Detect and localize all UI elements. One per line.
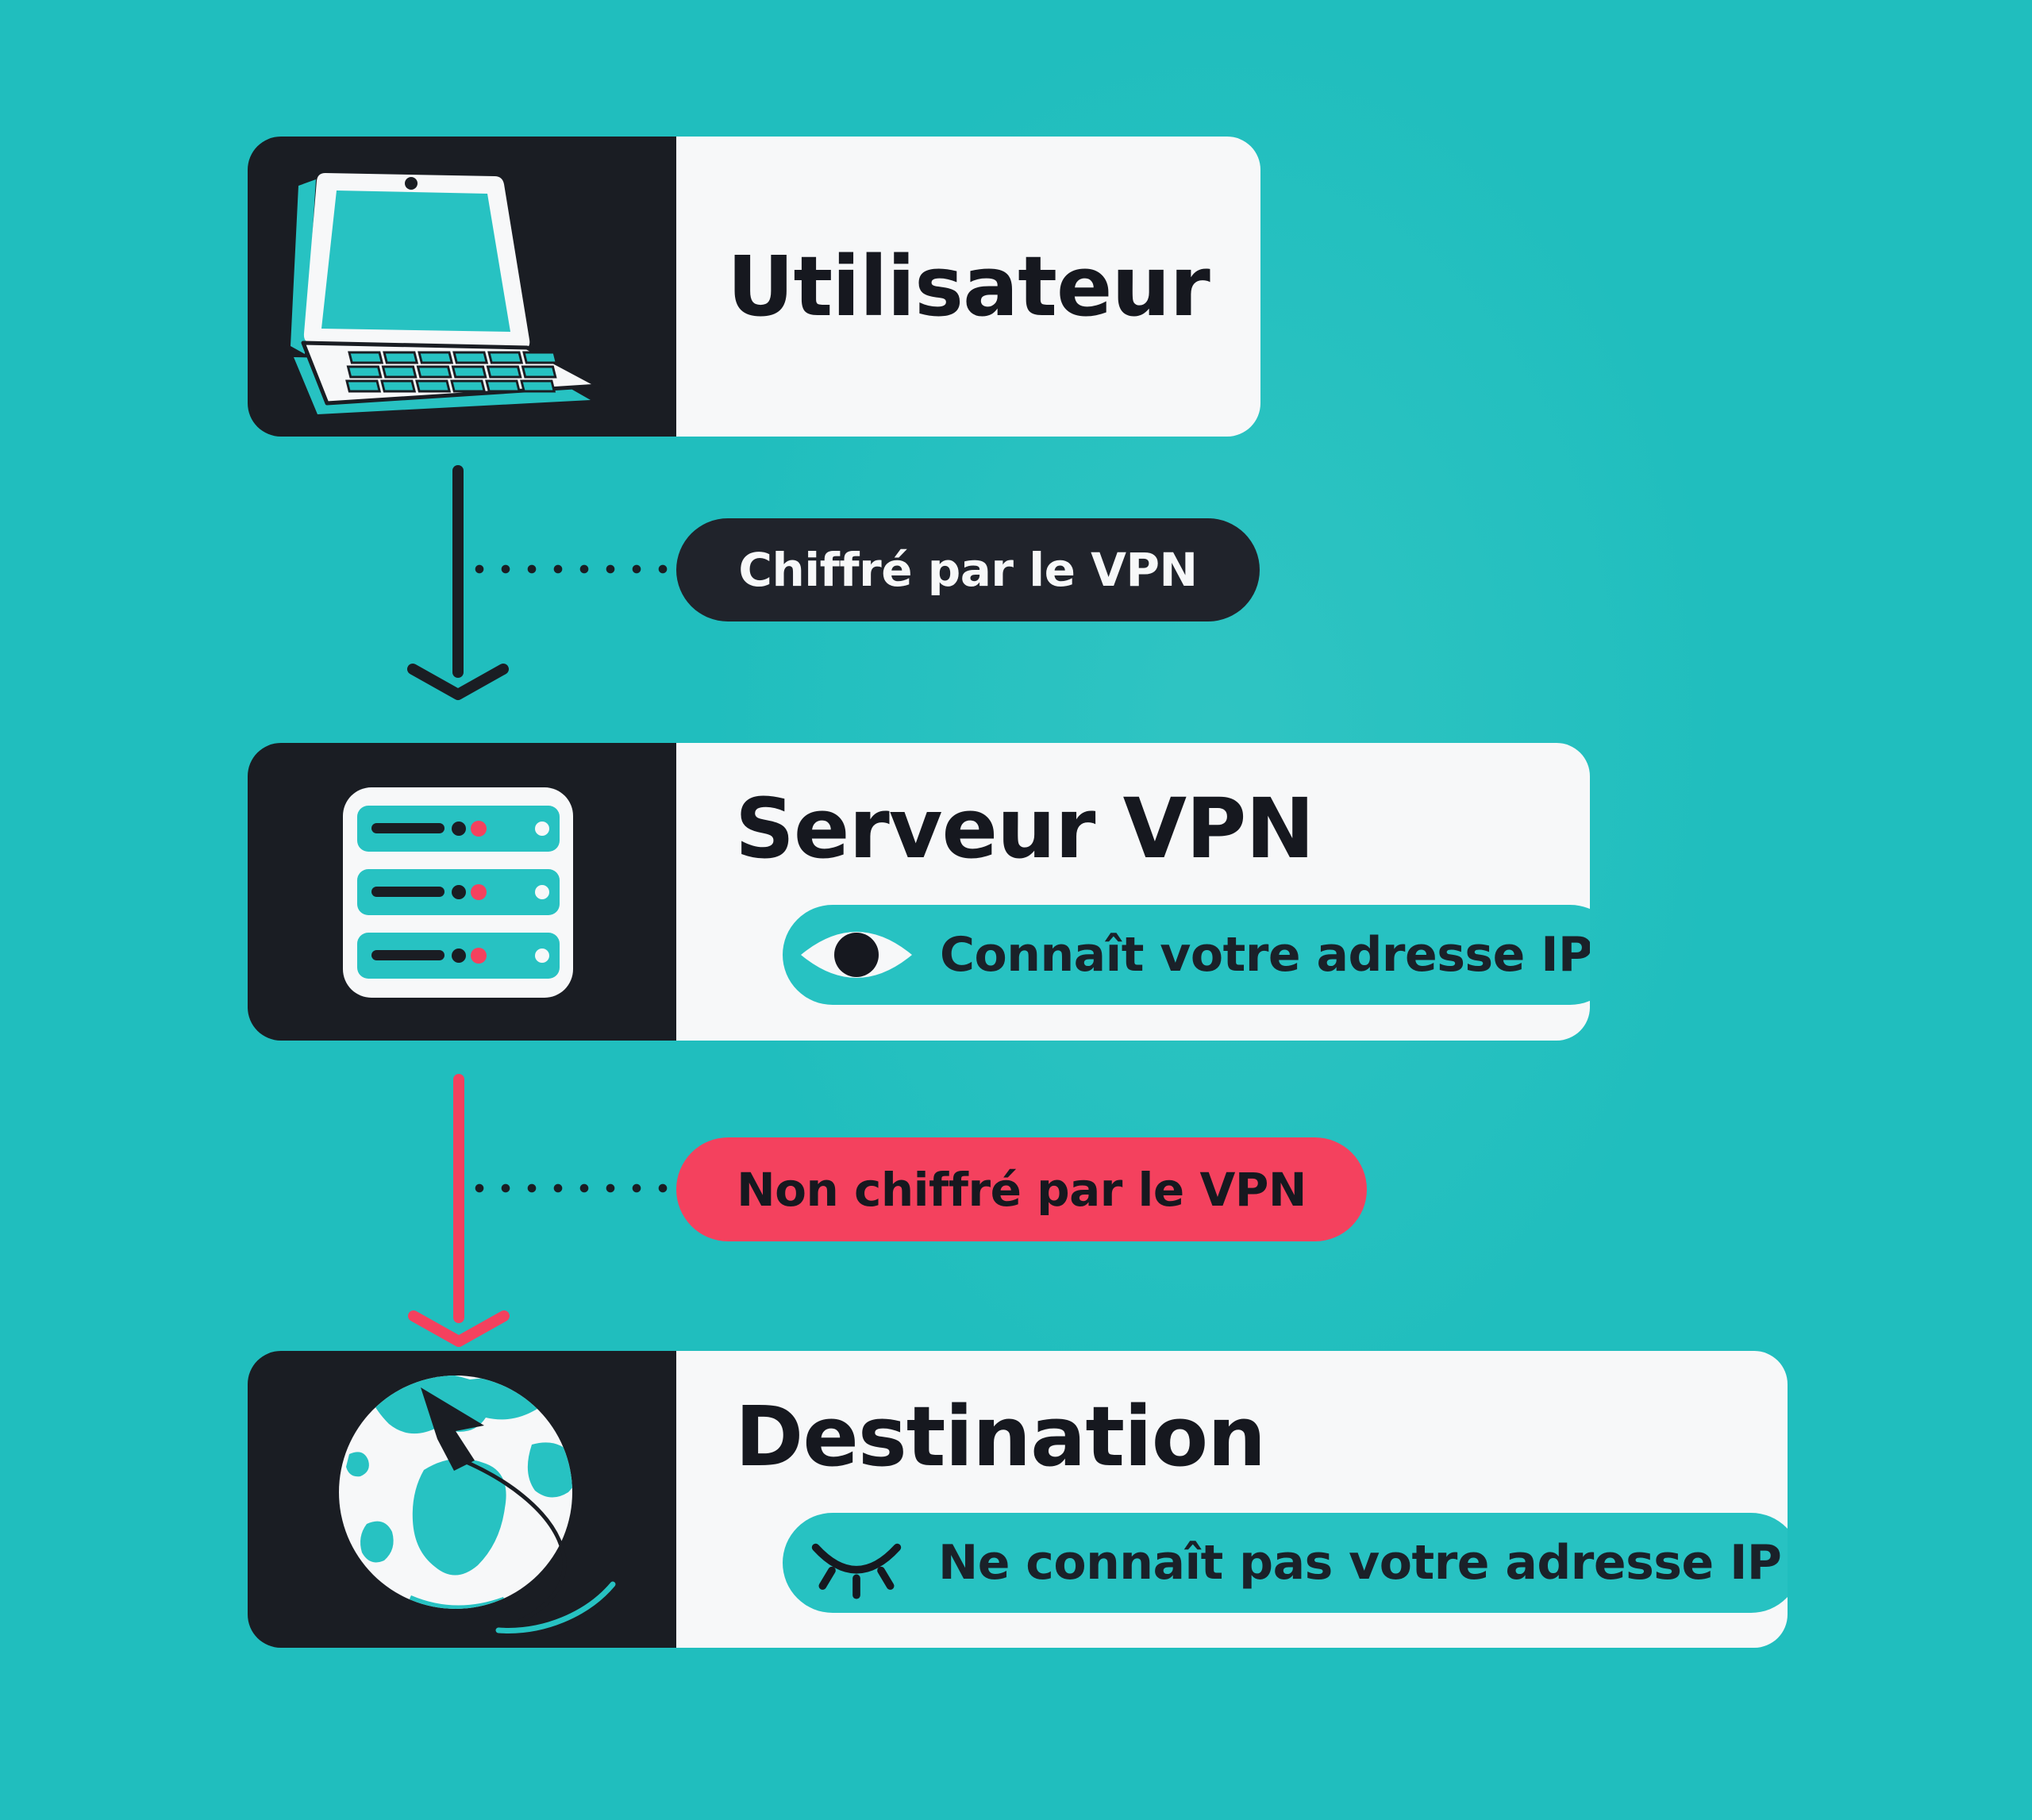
card-destination-title: Destination xyxy=(735,1388,1266,1485)
card-destination-icon-panel xyxy=(248,1351,676,1648)
laptop-icon xyxy=(291,173,601,414)
pill-unencrypted-label: Non chiffré par le VPN xyxy=(737,1162,1307,1217)
card-destination: Destination Ne connaît pas votre adresse… xyxy=(248,1351,1788,1648)
card-user-icon-panel xyxy=(248,137,676,437)
dotted-link-encrypted xyxy=(475,564,676,574)
down-arrow-encrypted-icon xyxy=(407,465,509,700)
server-icon xyxy=(343,787,573,998)
dotted-link-unencrypted xyxy=(475,1183,676,1193)
ip-known-badge: Connaît votre adresse IP xyxy=(783,905,1590,1005)
card-vpn-server-label-panel: Serveur VPN Connaît votre adresse IP xyxy=(676,743,1590,1041)
ip-known-badge-label: Connaît votre adresse IP xyxy=(940,927,1590,983)
card-user-title: Utilisateur xyxy=(727,238,1210,335)
ip-unknown-badge: Ne connaît pas votre adresse IP xyxy=(783,1513,1788,1613)
pill-encrypted-label: Chiffré par le VPN xyxy=(738,543,1198,597)
card-user-label-panel: Utilisateur xyxy=(676,137,1260,437)
card-vpn-server-icon-panel xyxy=(248,743,676,1041)
globe-icon xyxy=(339,1376,616,1633)
card-vpn-server-title: Serveur VPN xyxy=(735,780,1314,877)
eye-closed-icon xyxy=(811,1543,902,1599)
pill-encrypted: Chiffré par le VPN xyxy=(676,518,1260,621)
card-vpn-server: Serveur VPN Connaît votre adresse IP xyxy=(248,743,1590,1041)
pill-unencrypted: Non chiffré par le VPN xyxy=(676,1137,1367,1241)
down-arrow-unencrypted-icon xyxy=(408,1074,510,1347)
ip-unknown-badge-label: Ne connaît pas votre adresse IP xyxy=(938,1535,1782,1591)
eye-open-icon xyxy=(801,932,912,978)
card-destination-label-panel: Destination Ne connaît pas votre adresse… xyxy=(676,1351,1788,1648)
card-user: Utilisateur xyxy=(248,137,1260,437)
